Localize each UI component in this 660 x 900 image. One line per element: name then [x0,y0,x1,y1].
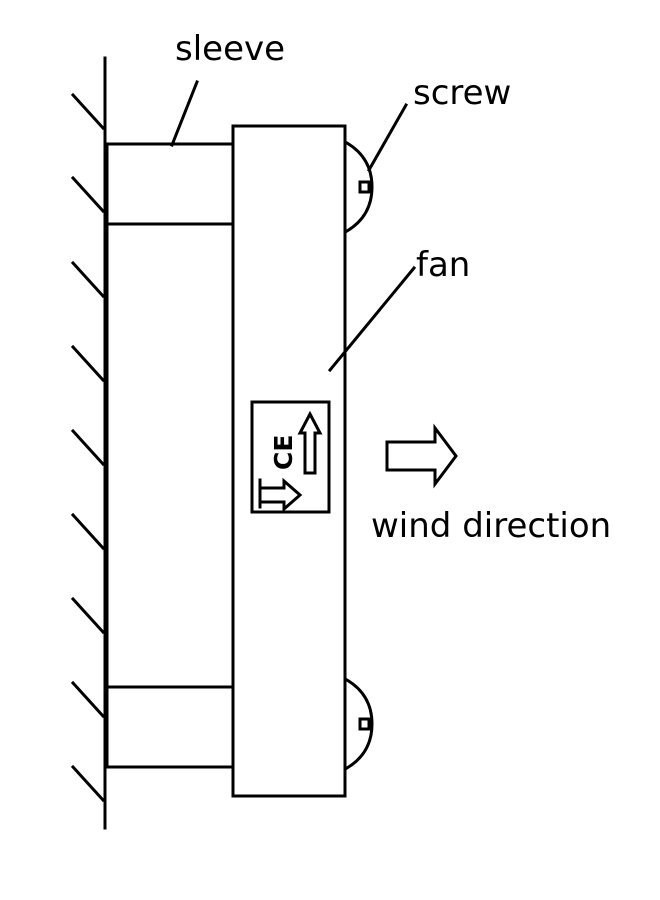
wind-direction-label: wind direction [371,506,611,546]
fan-body [231,124,347,798]
sleeve-label: sleeve [175,29,285,69]
wind-direction-arrow-icon [385,423,458,489]
screw-top [344,140,374,234]
ce-mark: CE [269,435,298,470]
sleeve-leader-line [170,80,199,147]
wall [70,56,107,830]
ce-label-box [250,400,331,514]
wall-hatching [70,92,106,803]
sleeve-bottom [105,685,235,769]
airflow-up-arrow-icon [297,410,323,475]
screw-label: screw [413,73,511,113]
ce-label-plate: CE [250,400,331,514]
airflow-right-arrow-icon [258,477,303,513]
screw-bottom [344,677,374,771]
screw-leader-line [366,102,409,173]
fan-label: fan [416,245,470,285]
sleeve-top [105,142,235,226]
fan-leader-line [327,265,417,373]
